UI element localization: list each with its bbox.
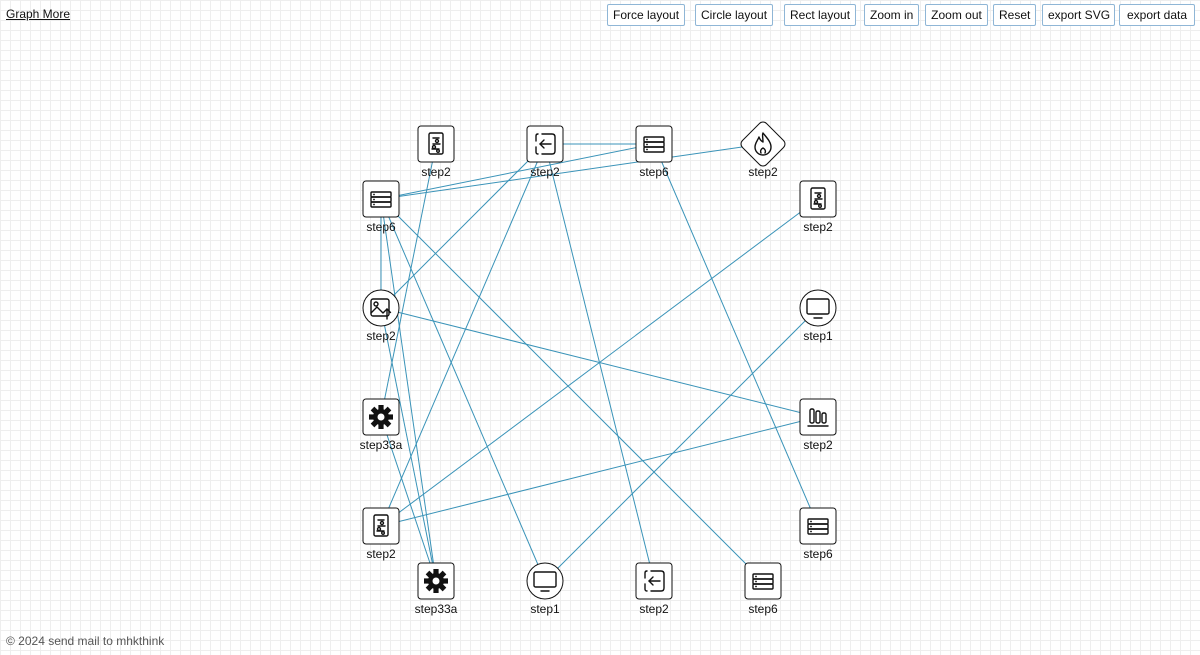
node-frame	[526, 562, 564, 600]
node-label: step6	[748, 602, 778, 616]
graph-node[interactable]: step2	[362, 507, 400, 561]
node-frame	[799, 398, 837, 436]
node-label: step2	[639, 602, 669, 616]
graph-node[interactable]: step6	[362, 180, 400, 234]
footer-copyright: © 2024 send mail to mhkthink	[6, 634, 165, 648]
image-upload-icon	[370, 298, 392, 320]
node-frame	[362, 180, 400, 218]
graph-node[interactable]: step6	[799, 507, 837, 561]
reset-button[interactable]: Reset	[993, 4, 1036, 26]
node-label: step6	[639, 165, 669, 179]
zoom-in-button[interactable]: Zoom in	[864, 4, 919, 26]
node-frame	[744, 562, 782, 600]
graph-node[interactable]: step2	[635, 562, 673, 616]
node-label: step2	[748, 165, 778, 179]
sliders-doc-icon	[428, 132, 444, 155]
graph-edge	[544, 307, 819, 582]
graph-nodes: step2 step2 step6 step2 step6 step2 step2 step1…	[360, 120, 837, 616]
graph-node[interactable]: step2	[799, 180, 837, 234]
graph-edges	[380, 143, 819, 582]
rect-layout-button[interactable]: Rect layout	[784, 4, 856, 26]
node-label: step6	[366, 220, 396, 234]
monitor-icon	[533, 571, 557, 592]
node-label: step1	[803, 329, 833, 343]
graph-node[interactable]: step2	[362, 289, 400, 343]
server-icon	[807, 518, 829, 535]
export-data-button[interactable]: export data	[1119, 4, 1195, 26]
graph-edge	[380, 143, 546, 309]
export-svg-button[interactable]: export SVG	[1042, 4, 1115, 26]
server-icon	[643, 136, 665, 153]
graph-node[interactable]: step1	[526, 562, 564, 616]
circle-layout-button[interactable]: Circle layout	[695, 4, 773, 26]
node-label: step33a	[360, 438, 403, 452]
node-frame	[740, 121, 786, 167]
node-label: step2	[530, 165, 560, 179]
node-label: step2	[421, 165, 451, 179]
node-frame	[799, 289, 837, 327]
graph-node[interactable]: step2	[739, 120, 787, 179]
gear-icon	[369, 405, 393, 429]
graph-node[interactable]: step6	[635, 125, 673, 179]
graph-edge	[380, 143, 546, 527]
node-label: step6	[803, 547, 833, 561]
graph-edge	[380, 143, 764, 200]
graph-node[interactable]: step33a	[415, 562, 458, 616]
node-label: step2	[366, 547, 396, 561]
graph-node[interactable]: step1	[799, 289, 837, 343]
node-label: step2	[803, 220, 833, 234]
graph-edge	[380, 416, 819, 527]
graph-edge	[380, 198, 437, 582]
node-label: step33a	[415, 602, 458, 616]
node-frame	[799, 507, 837, 545]
graph-edge	[380, 416, 437, 582]
node-label: step2	[366, 329, 396, 343]
sliders-doc-icon	[810, 187, 826, 210]
toolbar: Force layout Circle layout Rect layout Z…	[0, 4, 1200, 28]
graph-edge	[380, 198, 546, 582]
monitor-icon	[806, 298, 830, 319]
bar-chart-icon	[807, 408, 829, 427]
graph-edge	[380, 143, 437, 418]
force-layout-button[interactable]: Force layout	[607, 4, 685, 26]
graph-edge	[653, 143, 819, 527]
graph-node[interactable]: step2	[526, 125, 564, 179]
graph-node[interactable]: step6	[744, 562, 782, 616]
node-frame	[362, 289, 400, 327]
graph-node[interactable]: step2	[799, 398, 837, 452]
server-icon	[370, 191, 392, 208]
graph-edge	[380, 307, 819, 418]
graph-edge	[380, 198, 764, 582]
login-arrow-icon	[535, 133, 556, 155]
login-arrow-icon	[644, 570, 665, 592]
graph-node[interactable]: step2	[417, 125, 455, 179]
node-frame	[635, 125, 673, 163]
node-label: step2	[803, 438, 833, 452]
server-icon	[752, 573, 774, 590]
gear-icon	[424, 569, 448, 593]
node-label: step1	[530, 602, 560, 616]
app-title-link[interactable]: Graph More	[6, 7, 71, 21]
flame-icon	[754, 132, 772, 156]
graph-edge	[380, 307, 437, 582]
sliders-doc-icon	[373, 514, 389, 537]
graph-node[interactable]: step33a	[360, 398, 403, 452]
zoom-out-button[interactable]: Zoom out	[925, 4, 988, 26]
